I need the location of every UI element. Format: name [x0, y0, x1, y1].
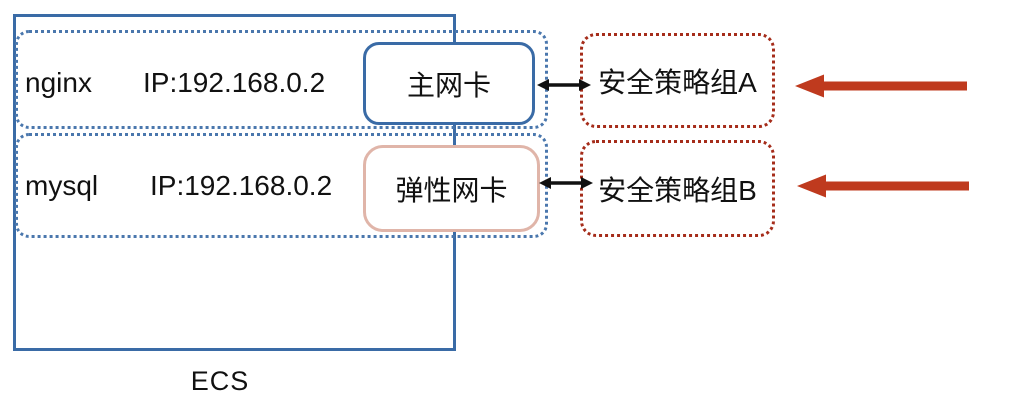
- ip-address-nginx: IP:192.168.0.2: [143, 67, 326, 98]
- red-left-arrow-icon-row2: [797, 174, 969, 198]
- ip-address-mysql: IP:192.168.0.2: [150, 170, 333, 201]
- ecs-label: ECS: [190, 366, 250, 396]
- service-name-mysql: mysql: [25, 170, 99, 201]
- security-policy-group-a-box: 安全策略组A: [580, 33, 775, 128]
- bidirectional-arrow-icon-row1: [537, 79, 591, 91]
- bidirectional-arrow-icon-row2: [539, 177, 593, 189]
- security-policy-group-b-box: 安全策略组B: [580, 140, 775, 237]
- primary-nic-label: 主网卡: [406, 69, 491, 101]
- red-left-arrow-icon-row1: [795, 74, 967, 98]
- primary-nic-box: 主网卡: [363, 42, 535, 125]
- elastic-nic-box: 弹性网卡: [363, 145, 540, 232]
- nginx-row-boundary: [15, 30, 548, 129]
- elastic-nic-label: 弹性网卡: [395, 174, 508, 206]
- service-name-nginx: nginx: [25, 67, 92, 98]
- security-policy-group-a-label: 安全策略组A: [598, 66, 757, 98]
- security-policy-group-b-label: 安全策略组B: [598, 174, 757, 206]
